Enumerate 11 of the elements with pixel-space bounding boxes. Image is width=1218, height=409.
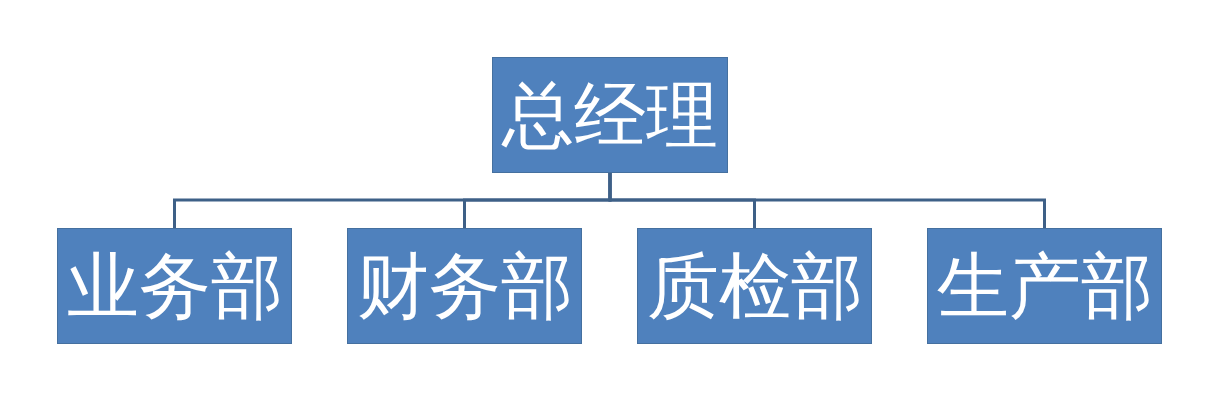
org-chart-box [492,57,728,173]
org-chart-box [57,228,292,344]
box-label: 生产部 [936,250,1153,322]
org-chart-box [637,228,872,344]
box-label: 财务部 [356,250,573,322]
org-chart-box [927,228,1162,344]
box-label: 业务部 [66,250,283,322]
org-chart-box [347,228,582,344]
connector-line [608,173,1046,228]
box-label: 质检部 [646,250,863,322]
box-label: 总经理 [502,79,718,151]
